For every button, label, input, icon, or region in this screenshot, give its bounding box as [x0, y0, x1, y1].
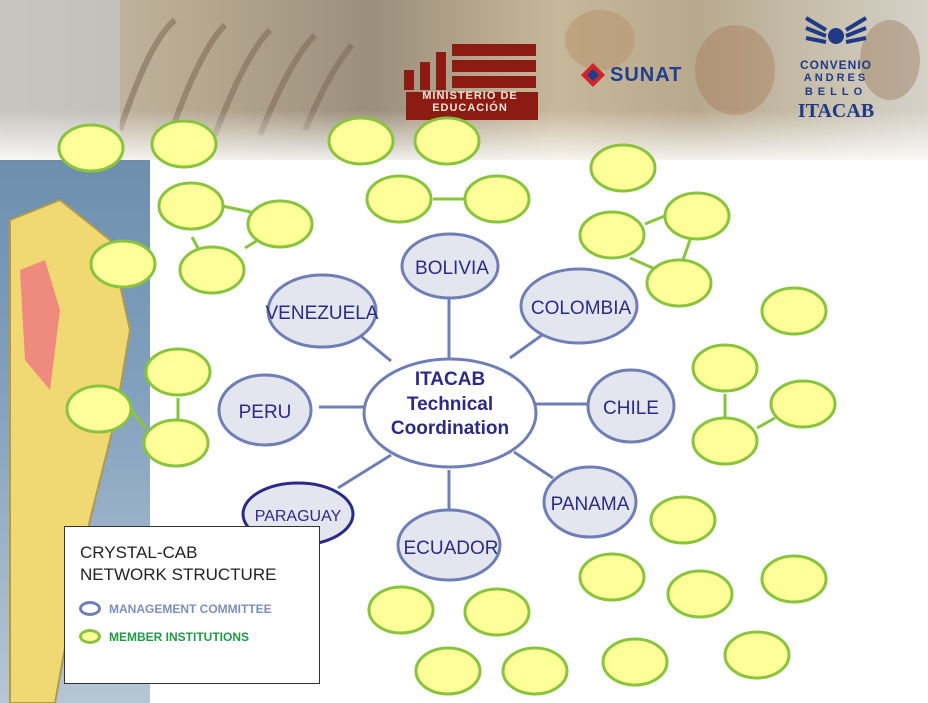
- member-connector: [128, 408, 148, 429]
- connector-colombia: [509, 331, 546, 360]
- member-institution: [413, 116, 481, 166]
- center-line3: Coordination: [391, 418, 509, 439]
- member-institution: [645, 258, 713, 308]
- label-peru: PERU: [239, 402, 292, 423]
- label-colombia: COLOMBIA: [531, 298, 632, 319]
- map-icon: [9, 198, 132, 703]
- member-institution: [89, 239, 157, 289]
- center-line2: Technical: [407, 394, 493, 415]
- member-institution: [601, 637, 669, 687]
- member-institution: [760, 286, 828, 336]
- cab-line4: ITACAB: [797, 100, 875, 122]
- member-connector: [244, 238, 259, 250]
- node-venezuela: [266, 273, 378, 349]
- legend-box: CRYSTAL-CAB NETWORK STRUCTURE MANAGEMENT…: [64, 526, 320, 684]
- legend-management-label: MANAGEMENT COMMITTEE: [109, 601, 272, 616]
- sunat-logo: SUNAT: [580, 60, 682, 90]
- member-institution: [578, 210, 646, 260]
- member-institution: [501, 646, 569, 696]
- legend-member-label: MEMBER INSTITUTIONS: [109, 629, 249, 644]
- member-institution: [157, 181, 225, 231]
- member-institution: [589, 143, 657, 193]
- member-institution: [578, 552, 646, 602]
- legend-row-management: MANAGEMENT COMMITTEE: [79, 601, 272, 616]
- connector-paraguay: [337, 453, 392, 490]
- member-institution: [57, 123, 125, 173]
- member-institution: [463, 587, 531, 637]
- member-connector: [681, 239, 692, 261]
- member-institution: [649, 495, 717, 545]
- node-chile: [586, 368, 676, 444]
- connector-panama: [513, 450, 554, 480]
- sunat-diamond-icon: [581, 63, 605, 87]
- member-swatch-icon: [79, 629, 101, 644]
- member-institutions: [57, 116, 837, 696]
- ministerio-line2: EDUCACIÓN: [432, 102, 508, 114]
- member-institution: [367, 585, 435, 635]
- country-labels: BOLIVIA COLOMBIA CHILE PANAMA ECUADOR PA…: [239, 258, 659, 559]
- member-institution: [365, 174, 433, 224]
- member-connector: [221, 204, 252, 214]
- member-connector: [756, 416, 776, 430]
- member-institution: [150, 119, 218, 169]
- member-institution: [65, 384, 133, 434]
- center-labels: ITACAB Technical Coordination: [391, 369, 509, 439]
- label-chile: CHILE: [603, 398, 659, 419]
- member-institution: [414, 646, 482, 696]
- node-ecuador: [396, 508, 502, 582]
- node-panama: [542, 465, 638, 539]
- ministerio-line1: MINISTERIO DE: [422, 90, 518, 102]
- label-venezuela: VENEZUELA: [266, 303, 379, 324]
- management-committee: [217, 232, 676, 582]
- member-institution: [144, 347, 212, 397]
- connectors: [319, 296, 590, 510]
- member-institution: [723, 630, 791, 680]
- cab-line1: CONVENIO: [799, 58, 872, 72]
- cab-line2: ANDRES: [803, 72, 869, 84]
- member-institution: [691, 343, 759, 393]
- cab-emblem-icon: [804, 16, 868, 44]
- member-institution: [691, 416, 759, 466]
- label-bolivia: BOLIVIA: [415, 258, 489, 279]
- label-ecuador: ECUADOR: [403, 538, 498, 559]
- member-institution: [178, 245, 246, 295]
- member-institution: [327, 116, 395, 166]
- connector-venezuela: [356, 331, 392, 363]
- node-peru: [217, 373, 313, 447]
- member-institution: [246, 199, 314, 249]
- legend-title-line2: NETWORK STRUCTURE: [80, 565, 277, 584]
- member-institution: [666, 569, 734, 619]
- legend-title-line1: CRYSTAL-CAB: [80, 543, 198, 562]
- label-paraguay: PARAGUAY: [255, 508, 342, 525]
- member-institution: [463, 174, 531, 224]
- member-connector: [629, 256, 656, 271]
- member-institution: [769, 379, 837, 429]
- node-bolivia: [400, 232, 500, 300]
- node-colombia: [519, 267, 639, 345]
- center-line1: ITACAB: [415, 369, 485, 390]
- convenio-andres-bello-logo: CONVENIO ANDRES BELLO ITACAB: [776, 8, 896, 128]
- member-institution: [760, 554, 828, 604]
- cab-line3: BELLO: [804, 86, 868, 98]
- member-institution: [663, 191, 731, 241]
- legend-row-member: MEMBER INSTITUTIONS: [79, 629, 249, 644]
- ministerio-bars-icon: [404, 44, 538, 120]
- ministerio-logo: [398, 40, 548, 120]
- management-swatch-icon: [79, 601, 101, 616]
- member-connector: [644, 213, 668, 226]
- ministerio-logo-text: MINISTERIO DE EDUCACIÓN: [400, 90, 540, 114]
- label-panama: PANAMA: [551, 494, 630, 515]
- member-institution: [142, 418, 210, 468]
- sunat-text: SUNAT: [610, 63, 683, 86]
- center-node: [362, 357, 538, 469]
